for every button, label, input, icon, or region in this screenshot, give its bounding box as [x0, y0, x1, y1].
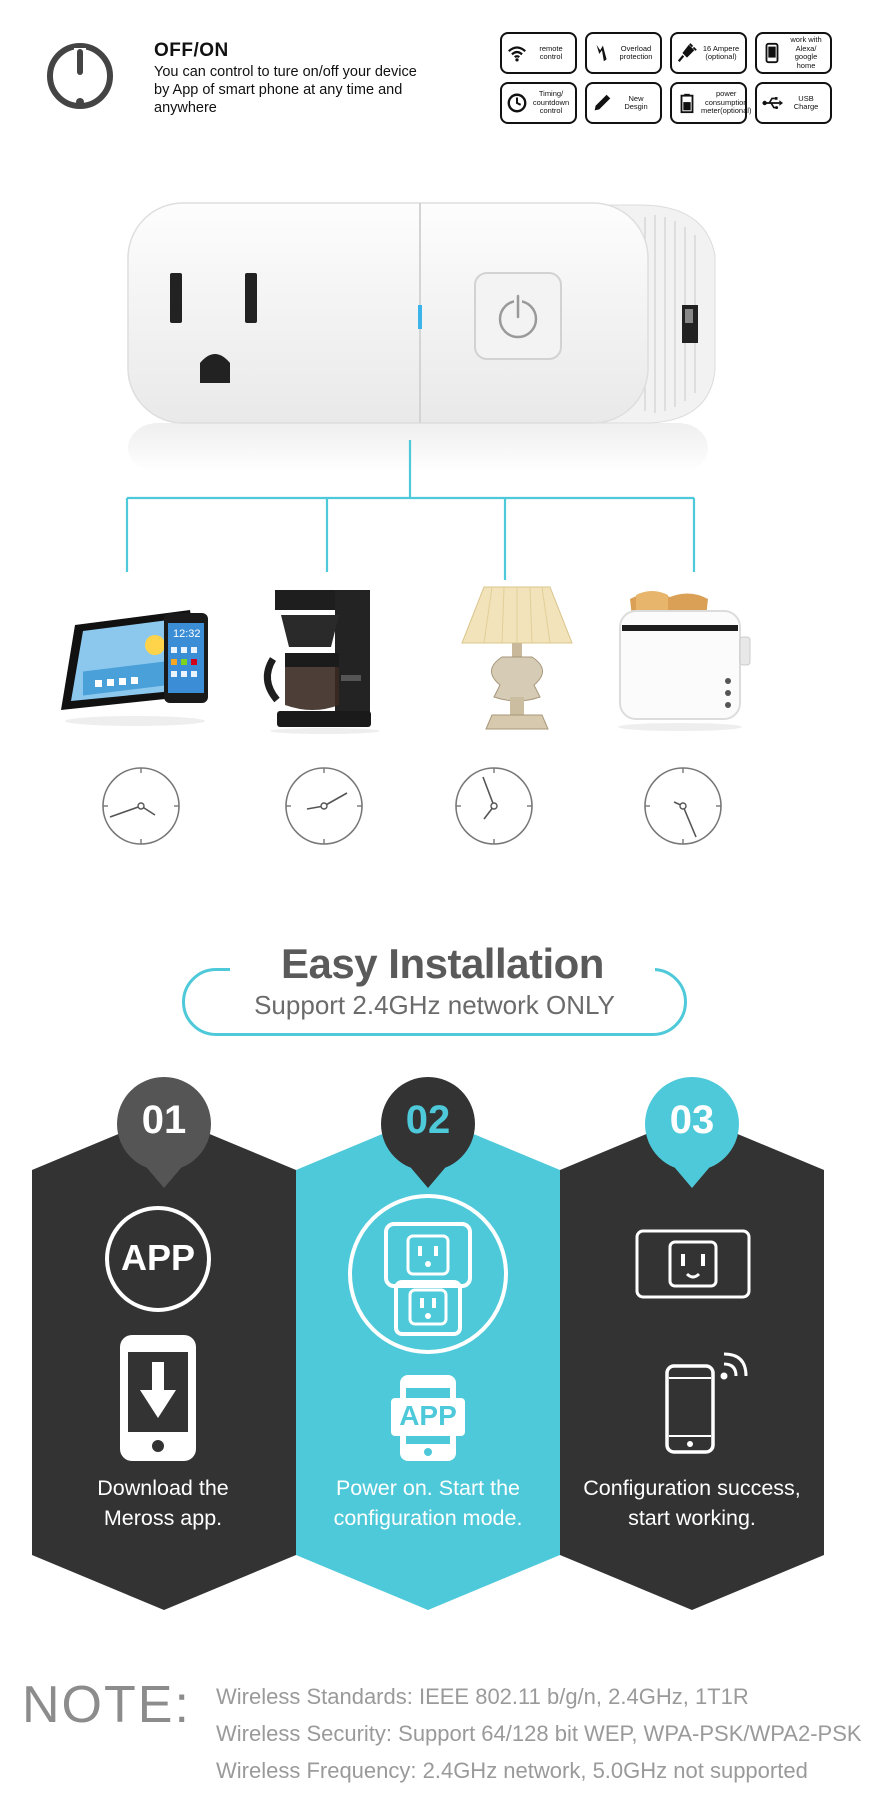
phone-download-icon: [120, 1335, 196, 1461]
feature-power-meter: power consumption meter(optional): [670, 82, 751, 124]
installation-subtitle: Support 2.4GHz network ONLY: [254, 990, 615, 1020]
onoff-description: You can control to ture on/off your devi…: [154, 64, 417, 116]
app-label: APP: [120, 1237, 196, 1278]
step-1-text-line: Download the: [97, 1476, 229, 1500]
feature-overload-protection: Overload protection: [585, 32, 662, 74]
feature-timing: Timing/ countdown control: [500, 82, 577, 124]
clock-icon: [102, 767, 180, 845]
step-3-text-line: start working.: [628, 1506, 756, 1530]
table-lamp-image: [461, 586, 573, 730]
step-3-text: Configuration success, start working.: [561, 1473, 823, 1533]
feature-grid: remote control Overload protection 16 Am…: [500, 32, 840, 124]
power-icon: [47, 43, 113, 109]
step-1-badge: [117, 1077, 211, 1188]
clock-icon: [285, 767, 363, 845]
step-1-text: Download the Meross app.: [32, 1473, 294, 1533]
feature-label: power consumption meter(optional): [701, 89, 752, 116]
phone-icon: [765, 42, 779, 64]
step-2-number: 02: [405, 1098, 451, 1142]
feature-new-design: New Desgin: [585, 82, 662, 124]
installation-title: Easy Installation: [230, 940, 655, 988]
wall-socket-icon: [635, 1229, 751, 1299]
feature-label: USB Charge: [793, 93, 819, 111]
feature-16-ampere: 16 Ampere (optional): [670, 32, 747, 74]
feature-label: Overload protection: [619, 43, 653, 61]
onoff-title: OFF/ON: [154, 40, 229, 61]
step-3-hexagon: [560, 1115, 824, 1610]
app-circle-icon: [105, 1206, 211, 1312]
app-phone-icon: [391, 1375, 465, 1461]
connector-lines: [125, 440, 696, 580]
feature-label: work with Alexa/ google home: [790, 35, 822, 70]
step-2-text-line: configuration mode.: [333, 1506, 523, 1530]
step-1-text-line: Meross app.: [103, 1506, 223, 1530]
svg-text:12:32: 12:32: [173, 628, 201, 640]
step-2-text: Power on. Start the configuration mode.: [297, 1473, 559, 1533]
wifi-icon: [508, 46, 526, 62]
lightning-icon: [596, 44, 607, 62]
note-wireless-standards: Wireless Standards: IEEE 802.11 b/g/n, 2…: [216, 1684, 749, 1709]
plug-in-socket-icon: [348, 1194, 508, 1354]
smart-plug-image: [127, 202, 716, 473]
note-wireless-frequency: Wireless Frequency: 2.4GHz network, 5.0G…: [216, 1758, 808, 1783]
step-2-badge: [381, 1077, 475, 1188]
note-label: NOTE:: [22, 1676, 191, 1734]
step-3-badge: [645, 1077, 739, 1188]
clock-icon: [455, 767, 533, 845]
coffee-maker-image: [263, 590, 380, 734]
step-3-number: 03: [669, 1098, 715, 1142]
usb-icon: [762, 97, 783, 110]
phone-wifi-icon: [665, 1352, 748, 1454]
note-wireless-security: Wireless Security: Support 64/128 bit WE…: [216, 1721, 862, 1746]
feature-remote-control: remote control: [500, 32, 577, 74]
step-2-hexagon: [296, 1115, 560, 1610]
feature-label: New Desgin: [624, 93, 648, 111]
feature-usb-charge: USB Charge: [755, 82, 832, 124]
steps-panel: [32, 1077, 824, 1610]
toaster-image: [618, 591, 751, 731]
timer-icon: [507, 93, 527, 113]
feature-label: 16 Ampere (optional): [702, 43, 740, 61]
step-1-number: 01: [141, 1098, 187, 1142]
note-list: Wireless Standards: IEEE 802.11 b/g/n, 2…: [216, 1678, 862, 1789]
feature-alexa-google: work with Alexa/ google home: [755, 32, 832, 74]
feature-label: remote control: [539, 43, 563, 61]
tablet-phone-image: 12:32: [61, 610, 208, 726]
step-3-text-line: Configuration success,: [583, 1476, 801, 1500]
plug-icon: [677, 43, 697, 62]
app-phone-label: APP: [399, 1400, 457, 1431]
feature-label: Timing/ countdown control: [532, 89, 570, 116]
step-2-text-line: Power on. Start the: [335, 1476, 521, 1500]
battery-icon: [680, 93, 694, 114]
clock-icon: [644, 767, 722, 845]
pen-icon: [594, 94, 611, 111]
